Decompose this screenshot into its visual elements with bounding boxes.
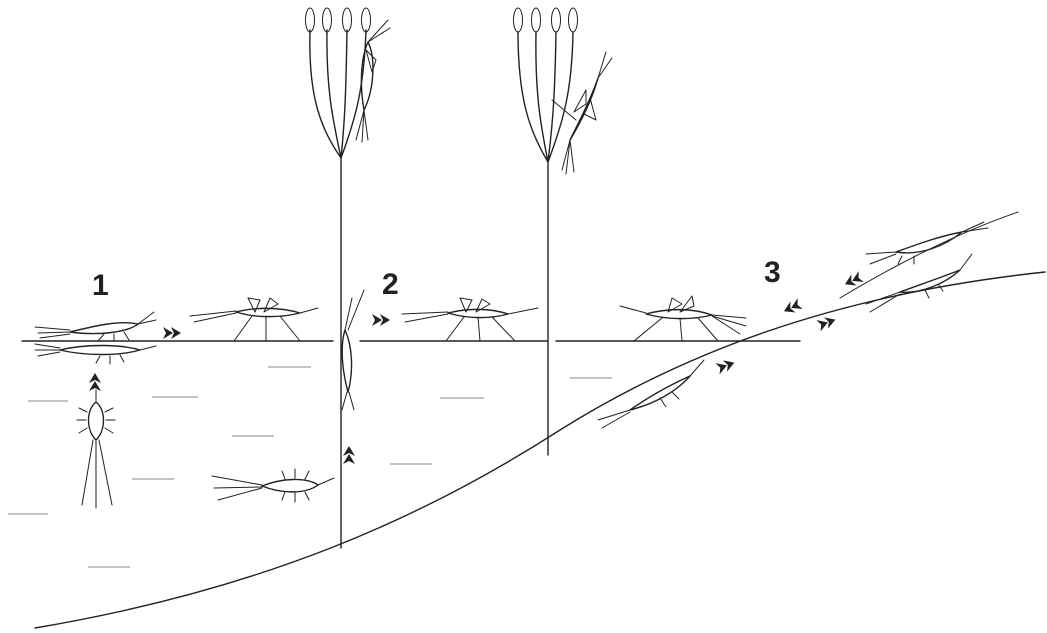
arrow-right-shore-stage-3: [816, 314, 837, 331]
water-ripples: [8, 367, 612, 567]
subimago-resting-stage-3: [620, 296, 746, 341]
arrow-right-underwater-stage-3: [715, 357, 736, 374]
nymph-swimming-stage-1: [212, 469, 334, 502]
nymph-rising-stage-1: [77, 390, 115, 508]
subimago-resting-stage-1: [190, 298, 318, 341]
adult-emerging-stage-1: [35, 312, 156, 341]
nymph-climbing-stem: [342, 290, 364, 410]
arrow-up-stage-1: [89, 373, 101, 391]
arrow-up-stage-2: [343, 446, 355, 464]
arrow-left-stage-3: [781, 298, 802, 316]
shore-upper-edge: [840, 212, 1018, 298]
plant-stem-2: [514, 8, 578, 455]
shore-slope: [35, 272, 1045, 628]
stage-label-3: 3: [764, 256, 781, 289]
adult-on-stem-stage-2: [356, 20, 390, 142]
stage-label-2: 2: [382, 268, 399, 301]
nymph-crawling-shore: [598, 360, 704, 428]
movement-arrows: [89, 271, 864, 464]
adult-on-stem-2: [552, 52, 612, 174]
arrow-right-stage-2: [372, 314, 390, 326]
nymph-at-surface-stage-1: [35, 344, 156, 364]
plant-stem-1: [306, 8, 371, 548]
arrow-right-stage-1: [163, 327, 181, 339]
subimago-resting-stage-2: [402, 298, 538, 341]
arrow-left-upper-stage-3: [842, 271, 863, 289]
adult-on-shore-lower: [866, 254, 972, 312]
stage-label-1: 1: [92, 269, 109, 302]
